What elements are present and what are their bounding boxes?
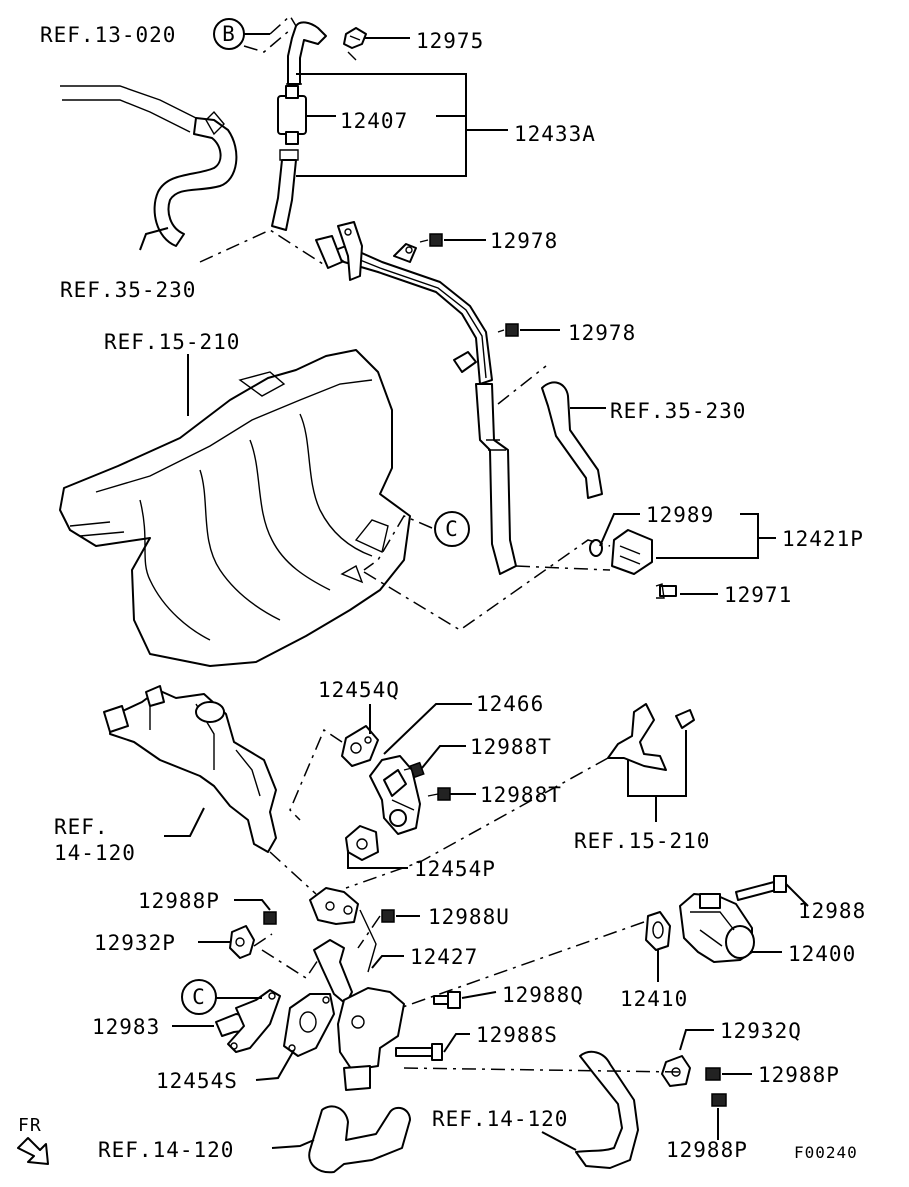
label-fr: FR xyxy=(18,1115,42,1136)
fuel-hose-group xyxy=(271,21,367,231)
label-12989: 12989 xyxy=(646,503,714,527)
label-ref-14-120-mid: REF.14-120 xyxy=(432,1107,568,1131)
label-12433a: 12433A xyxy=(514,122,596,146)
bolt-12988s xyxy=(395,1043,443,1061)
gasket-12454q xyxy=(341,725,379,767)
callout-labels: REF.13-020 12975 12407 12433A REF.35-230… xyxy=(18,23,866,1162)
label-ref-15-210-top: REF.15-210 xyxy=(104,330,240,354)
gasket-12454p xyxy=(345,825,379,861)
svg-text:C: C xyxy=(192,985,206,1009)
label-12988: 12988 xyxy=(798,899,866,923)
egr-valve-12466 xyxy=(369,755,421,835)
label-12427: 12427 xyxy=(410,945,478,969)
label-12454q: 12454Q xyxy=(318,678,400,702)
front-arrow-icon xyxy=(17,1137,49,1165)
label-12410: 12410 xyxy=(620,987,688,1011)
label-12466: 12466 xyxy=(476,692,544,716)
hose-ref-35-230-top xyxy=(60,85,238,247)
label-12454s: 12454S xyxy=(156,1069,238,1093)
label-12978-a: 12978 xyxy=(490,229,558,253)
bolt-12988p-c xyxy=(711,1093,727,1107)
hose-ref-35-230-right xyxy=(541,381,603,499)
egr-pipe-12427 xyxy=(309,887,405,1091)
label-12988t-a: 12988T xyxy=(470,735,552,759)
pipe-12983 xyxy=(215,989,281,1053)
label-ref-35-230-top: REF.35-230 xyxy=(60,278,196,302)
gasket-12410 xyxy=(645,911,671,951)
label-12454p: 12454P xyxy=(414,857,496,881)
label-12988p-b: 12988P xyxy=(758,1063,840,1087)
hose-ref-14-120-bottom xyxy=(308,1105,411,1174)
label-ref-35-230-right: REF.35-230 xyxy=(610,399,746,423)
label-12988p-c: 12988P xyxy=(666,1138,748,1162)
marker-b: B xyxy=(213,18,245,50)
label-12407: 12407 xyxy=(340,109,408,133)
leader-lines xyxy=(139,14,809,1151)
label-ref-13-020: REF.13-020 xyxy=(40,23,176,47)
label-12988p-a: 12988P xyxy=(138,889,220,913)
bolt-12988p-b xyxy=(705,1067,721,1081)
label-ref-15-210-mid: REF.15-210 xyxy=(574,829,710,853)
label-12421p: 12421P xyxy=(782,527,864,551)
bolt-12988t-a xyxy=(403,761,425,779)
pressure-sensor-12421p xyxy=(589,529,677,599)
bolt-12988q xyxy=(433,991,461,1009)
label-12988q: 12988Q xyxy=(502,983,584,1007)
label-12400: 12400 xyxy=(788,942,856,966)
water-outlet-housing xyxy=(103,685,277,853)
bolt-12978-a xyxy=(419,233,443,247)
bolt-12978-b xyxy=(497,323,519,337)
hose-ref-14-120-right xyxy=(575,1050,639,1169)
svg-text:C: C xyxy=(445,517,459,541)
svg-text:B: B xyxy=(222,22,236,46)
bolt-12988 xyxy=(735,875,787,901)
bolt-12988p-a xyxy=(263,911,277,925)
marker-c-bottom: C xyxy=(181,979,217,1015)
label-ref-14-120-left-2: 14-120 xyxy=(54,841,136,865)
gasket-12454s xyxy=(283,993,335,1057)
clamp-12932p xyxy=(229,925,255,959)
label-12988u: 12988U xyxy=(428,905,510,929)
throttle-body-12400 xyxy=(679,893,755,963)
label-12975: 12975 xyxy=(416,29,484,53)
fuel-pipe-assembly xyxy=(315,221,517,575)
label-12971: 12971 xyxy=(724,583,792,607)
label-12932p: 12932P xyxy=(94,931,176,955)
figure-code: F00240 xyxy=(794,1143,858,1162)
label-ref-14-120-bottom: REF.14-120 xyxy=(98,1138,234,1162)
bracket-ref-15-210 xyxy=(607,703,695,771)
label-ref-14-120-left-1: REF. xyxy=(54,815,109,839)
label-12932q: 12932Q xyxy=(720,1019,802,1043)
bolt-12988u xyxy=(381,909,395,923)
label-12988s: 12988S xyxy=(476,1023,558,1047)
label-12988t-b: 12988T xyxy=(480,783,562,807)
fuel-filter-icon xyxy=(277,95,307,135)
marker-c-top: C xyxy=(434,511,470,547)
label-12978-b: 12978 xyxy=(568,321,636,345)
bolt-12988t-b xyxy=(427,787,451,801)
clamp-12932q xyxy=(661,1055,691,1087)
label-12983: 12983 xyxy=(92,1015,160,1039)
intake-manifold xyxy=(59,349,411,667)
